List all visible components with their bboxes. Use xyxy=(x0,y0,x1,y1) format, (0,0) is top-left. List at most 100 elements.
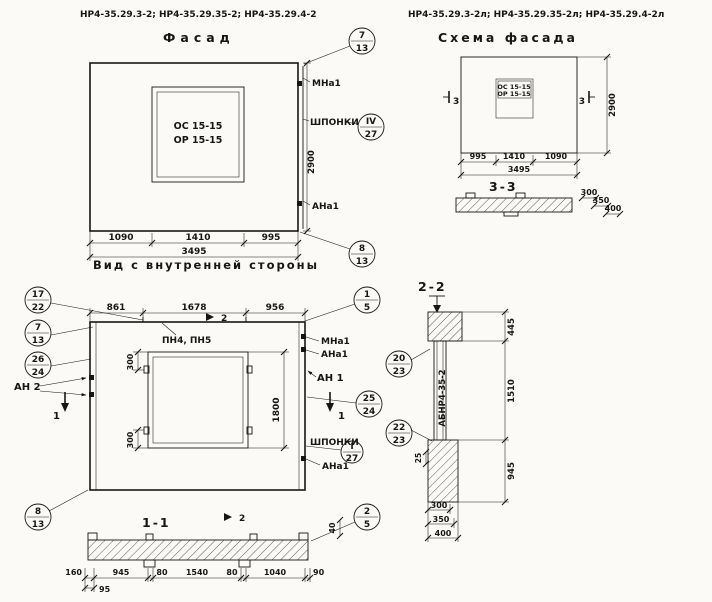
callout-shponki: IV 27 xyxy=(345,113,385,141)
scheme-height-dimension: 2900 xyxy=(577,53,618,157)
callout-den: 5 xyxy=(364,303,370,313)
section22-height-dimensions: 445 1510 945 xyxy=(446,308,517,506)
section-1-1-title: 1-1 xyxy=(142,515,171,530)
callout-num: 7 xyxy=(359,31,365,41)
dim-label: 95 xyxy=(99,585,111,594)
callout-den: 13 xyxy=(356,44,369,54)
callout-den: 13 xyxy=(32,520,45,530)
left-codes: НР4-35.29.3-2; НР4-35.29.35-2; НР4-35.29… xyxy=(80,10,317,20)
profile-thickness-dimensions: 300 350 400 xyxy=(578,188,624,218)
dim-label: 995 xyxy=(470,152,487,161)
anchor-mark xyxy=(301,334,306,339)
callout-20-23: 20 23 xyxy=(385,348,431,378)
callout-top: 7 13 xyxy=(303,27,376,65)
callout-1-5: 1 5 xyxy=(304,286,381,322)
facade-panel-outline xyxy=(89,62,299,232)
dim-label: 1540 xyxy=(186,568,209,577)
dim-25: 25 xyxy=(414,448,430,468)
dim-label: 400 xyxy=(435,529,452,538)
anchor-mark xyxy=(297,81,302,86)
dim-label: 1800 xyxy=(272,397,282,422)
callout-den: 24 xyxy=(32,368,45,378)
dim-label: 25 xyxy=(414,453,423,463)
section-mark-label: 3 xyxy=(453,97,459,107)
callout-num: 1 xyxy=(364,290,370,300)
window-1800-dimension: 1800 xyxy=(248,348,289,452)
section-2-2-drawing: 2-2 АБНР4-35-2 20 23 22 23 xyxy=(385,279,517,542)
dim-label: 945 xyxy=(113,568,130,577)
inner-view-drawing: 861 1678 956 2 ПН4, ПН5 xyxy=(14,286,383,594)
inner-window-frame xyxy=(147,351,249,449)
callout-den: 23 xyxy=(393,436,406,446)
dim-label: 350 xyxy=(433,515,450,524)
callout-num: IV xyxy=(366,117,376,127)
label-shponki: ШПОНКИ xyxy=(310,438,359,448)
section-mark-label: 1 xyxy=(53,411,60,422)
callout-bottom: 8 13 xyxy=(299,231,376,268)
label-mna1: МНа1 xyxy=(312,79,341,89)
dim-label: 1410 xyxy=(185,233,210,243)
section-mark-label: 2 xyxy=(239,514,245,524)
callout-den: 23 xyxy=(393,367,406,377)
facade-scheme-drawing: ОС 15-15 ОР 15-15 3 3 995 1410 1090 xyxy=(443,53,624,218)
callout-den: 13 xyxy=(356,257,369,267)
panel-code-label: АБНР4-35-2 xyxy=(438,369,448,426)
callout-num: I xyxy=(350,442,353,452)
anchor-mark xyxy=(89,375,94,380)
dim-label: 300 xyxy=(581,188,598,197)
section-3-3-profile xyxy=(455,192,573,217)
anchor-mark xyxy=(297,201,302,206)
dim-label: 1510 xyxy=(507,379,517,403)
callout-25-24: 25 24 xyxy=(306,390,383,418)
window-300-dimensions: 300 300 xyxy=(126,348,148,452)
callout-num: 26 xyxy=(32,355,45,365)
scheme-bottom-dimensions: 995 1410 1090 3495 xyxy=(457,152,581,179)
callout-den: 22 xyxy=(32,303,45,313)
dim-label: 956 xyxy=(266,303,285,313)
scheme-panel-outline xyxy=(460,56,578,154)
window-label: ОС 15-15 xyxy=(174,121,223,132)
right-codes: НР4-35.29.3-2л; НР4-35.29.35-2л; НР4-35.… xyxy=(408,10,664,20)
callout-den: 13 xyxy=(32,336,45,346)
callout-2-5: 2 5 xyxy=(310,503,381,542)
dim-label: 2900 xyxy=(608,93,618,117)
callout-8-13-inner: 8 13 xyxy=(24,489,89,531)
titles: НР4-35.29.3-2; НР4-35.29.35-2; НР4-35.29… xyxy=(80,10,664,272)
callout-num: 2 xyxy=(364,507,370,517)
dim-label: 80 xyxy=(226,568,238,577)
dim-label: 160 xyxy=(65,568,82,577)
callout-26-24: 26 24 xyxy=(24,351,92,379)
facade-bottom-dimensions: 1090 1410 995 3495 xyxy=(86,231,302,261)
callout-22-23: 22 23 xyxy=(385,419,433,447)
facade-drawing: ОС 15-15 ОР 15-15 МНа1 ШПОНКИ АНа1 IV 27… xyxy=(86,27,385,268)
facade-title: Фасад xyxy=(163,30,235,45)
inner-panel-outline xyxy=(89,321,306,491)
section-2-2-title: 2-2 xyxy=(418,279,447,294)
section-1-marks: 1 1 xyxy=(53,392,345,422)
dim-label: 1410 xyxy=(503,152,526,161)
label-pn4-pn5: ПН4, ПН5 xyxy=(162,336,211,346)
dim-label: 1678 xyxy=(181,303,206,313)
dim-label: 400 xyxy=(605,204,622,213)
dim-label: 1090 xyxy=(545,152,568,161)
dim-label: 350 xyxy=(593,196,610,205)
callout-7-13-left: 7 13 xyxy=(24,319,94,347)
label-mna1: МНа1 xyxy=(321,337,350,347)
dim-label: 3495 xyxy=(508,165,531,174)
section-mark-label: 2 xyxy=(221,314,227,324)
label-an1: АН 1 xyxy=(317,373,344,384)
facade-window-frame xyxy=(151,86,245,183)
label-ana1: АНа1 xyxy=(321,350,348,360)
dim-label: 300 xyxy=(431,501,448,510)
window-label: ОР 15-15 xyxy=(497,90,531,98)
inner-bottom-dimensions: 160 945 80 1540 80 1040 90 95 xyxy=(65,568,325,594)
callout-1-27: I 27 xyxy=(305,440,364,464)
label-ana1: АНа1 xyxy=(322,462,349,472)
label-an2: АН 2 xyxy=(14,382,41,393)
inner-view-title: Вид с внутренней стороны xyxy=(93,258,319,272)
window-label: ОР 15-15 xyxy=(174,135,223,146)
dim-label: 2900 xyxy=(307,150,317,174)
callout-17-22: 17 22 xyxy=(24,286,144,321)
callout-num: 22 xyxy=(393,423,406,433)
section-3-marks: 3 3 xyxy=(443,91,595,107)
